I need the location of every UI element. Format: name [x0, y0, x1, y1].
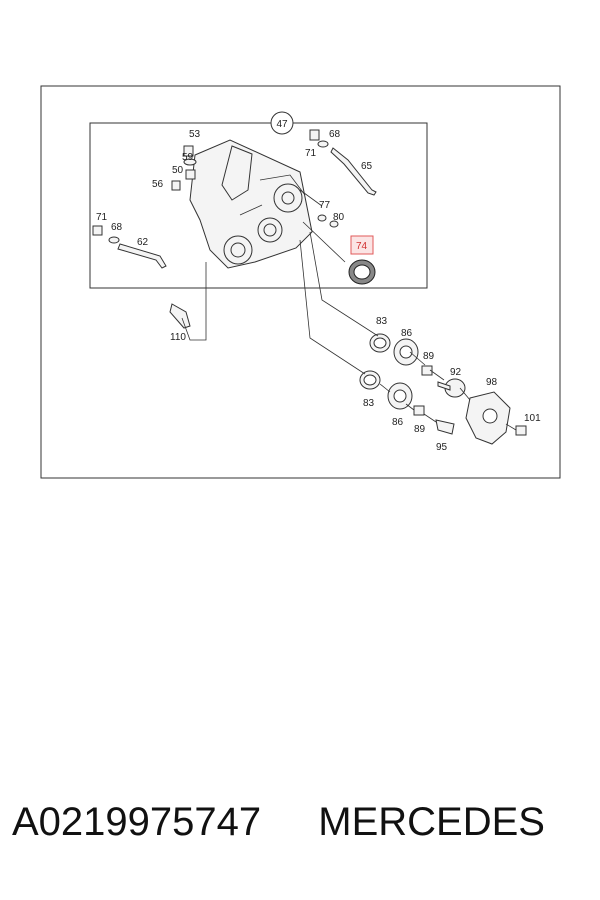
washer-59 — [183, 158, 197, 166]
group-label: 47 — [276, 119, 288, 130]
part-89-upper — [421, 365, 433, 376]
bearing-86-lower — [387, 382, 413, 410]
callout-80: 80 — [333, 212, 345, 223]
plug-56 — [171, 180, 181, 191]
callout-labels: 53 59 50 56 71 68 65 77 80 71 68 62 110 … — [96, 129, 541, 453]
callout-89-upper: 89 — [423, 351, 435, 362]
part-89-lower — [413, 405, 425, 416]
callout-71-left: 71 — [96, 212, 108, 223]
callout-74: 74 — [356, 241, 368, 252]
callout-59: 59 — [182, 152, 194, 163]
washer-68-left — [108, 236, 120, 244]
callout-68-left: 68 — [111, 222, 123, 233]
transmission-housing — [189, 139, 313, 269]
sensor-110 — [169, 303, 191, 329]
bolt-101 — [515, 425, 527, 436]
callout-56: 56 — [152, 179, 164, 190]
bolt-71-right — [309, 129, 320, 141]
bearing-86-upper — [393, 338, 419, 366]
ring-83-upper — [369, 333, 391, 353]
callout-83-upper: 83 — [376, 316, 388, 327]
callout-83-lower: 83 — [363, 398, 375, 409]
leader-lines — [181, 189, 517, 431]
callout-71-right: 71 — [305, 148, 317, 159]
cover-98 — [465, 391, 511, 445]
seal-74 — [348, 259, 376, 285]
callout-95: 95 — [436, 442, 448, 453]
group-frame — [89, 122, 428, 289]
callout-98: 98 — [486, 377, 498, 388]
callout-77: 77 — [319, 200, 331, 211]
footer: A0219975747 MERCEDES — [12, 800, 592, 860]
parts-77-80 — [317, 214, 339, 228]
washer-68-right — [317, 140, 329, 148]
callout-50: 50 — [172, 165, 184, 176]
callout-53: 53 — [189, 129, 201, 140]
callout-92: 92 — [450, 367, 462, 378]
callout-89-lower: 89 — [414, 424, 426, 435]
lever-62 — [117, 243, 167, 269]
callout-86-lower: 86 — [392, 417, 404, 428]
diagram-frame — [40, 85, 561, 479]
ring-83-lower — [359, 370, 381, 390]
rod-65 — [330, 147, 377, 196]
exploded-parts-diagram: 47 — [40, 85, 561, 479]
callout-86-upper: 86 — [401, 328, 413, 339]
callout-62: 62 — [137, 237, 149, 248]
clip-95 — [435, 419, 455, 435]
callout-101: 101 — [524, 413, 541, 424]
shaft-92 — [437, 378, 466, 398]
brand-name: MERCEDES — [318, 800, 545, 844]
bolt-71-left — [92, 225, 103, 236]
bolt-53 — [183, 145, 194, 157]
callout-110: 110 — [170, 332, 186, 343]
callout-65: 65 — [361, 161, 373, 172]
group-label-circle — [270, 111, 294, 135]
part-number: A0219975747 — [12, 800, 262, 844]
callout-68-right: 68 — [329, 129, 341, 140]
sleeve-50 — [185, 169, 196, 180]
highlight-box-74 — [350, 235, 374, 255]
